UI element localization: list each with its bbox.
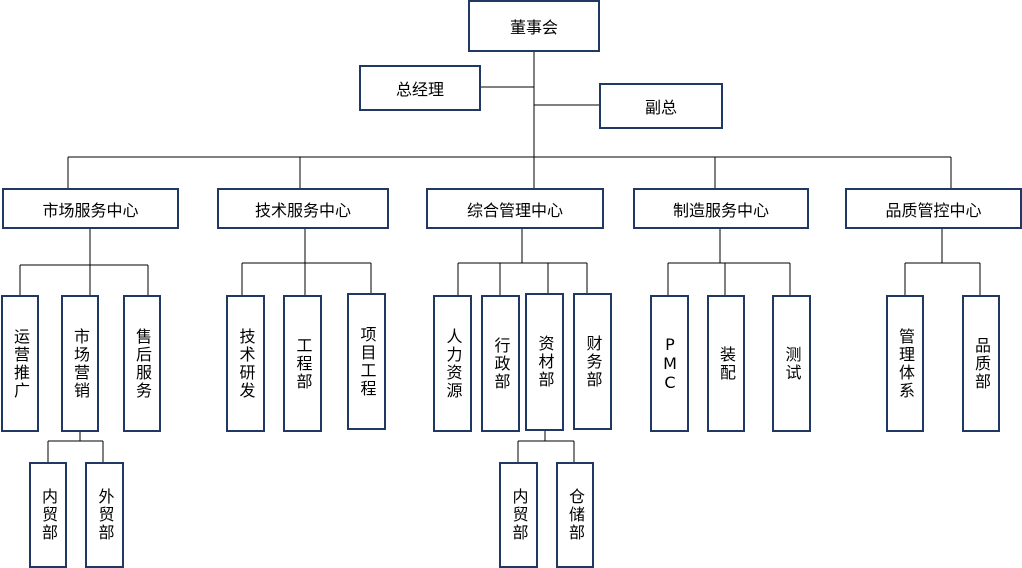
node-domestic-trade: 内贸部 — [29, 462, 67, 568]
node-pmc: PMC — [650, 295, 689, 432]
node-tech-rnd: 技术研发 — [226, 295, 265, 432]
node-testing: 测试 — [772, 295, 811, 432]
node-materials-dept: 资材部 — [525, 293, 564, 431]
node-administration-dept: 行政部 — [481, 295, 520, 432]
node-label: 外贸部 — [95, 488, 115, 542]
node-market-service-center: 市场服务中心 — [2, 188, 179, 229]
node-vice-general-manager: 副总 — [599, 83, 723, 129]
node-label: 人力资源 — [443, 327, 463, 400]
node-warehouse: 仓储部 — [556, 462, 594, 568]
node-label: 项目工程 — [357, 325, 377, 398]
node-label: 运营推广 — [11, 327, 30, 400]
node-foreign-trade: 外贸部 — [85, 462, 124, 568]
node-after-sales: 售后服务 — [123, 295, 161, 432]
node-label: 仓储部 — [566, 488, 585, 542]
node-label: 行政部 — [491, 336, 511, 391]
node-finance-dept: 财务部 — [573, 293, 612, 430]
node-engineering-dept: 工程部 — [283, 295, 322, 432]
node-assembly: 装配 — [707, 295, 745, 432]
node-label: 内贸部 — [39, 488, 58, 542]
node-manufacturing-center: 制造服务中心 — [633, 188, 809, 229]
node-label: 管理体系 — [896, 327, 915, 400]
node-management-system: 管理体系 — [886, 295, 924, 432]
node-marketing: 市场营销 — [61, 295, 99, 432]
node-domestic-trade-2: 内贸部 — [499, 462, 538, 568]
node-general-manager: 总经理 — [359, 65, 481, 111]
node-board: 董事会 — [468, 0, 600, 52]
node-quality-dept: 品质部 — [962, 295, 1000, 432]
node-human-resources: 人力资源 — [433, 295, 472, 432]
node-label: 内贸部 — [509, 488, 529, 542]
node-label: 市场营销 — [71, 327, 90, 400]
node-label: PMC — [660, 335, 680, 392]
node-label: 品质部 — [972, 336, 991, 391]
node-label: 测试 — [782, 345, 802, 382]
node-tech-service-center: 技术服务中心 — [217, 188, 389, 229]
node-label: 资材部 — [535, 335, 555, 389]
node-label: 装配 — [717, 345, 736, 382]
node-operations-promotion: 运营推广 — [1, 295, 39, 432]
node-quality-center: 品质管控中心 — [845, 188, 1022, 229]
node-label: 财务部 — [583, 334, 603, 389]
node-project-engineering: 项目工程 — [347, 293, 386, 430]
node-label: 售后服务 — [133, 327, 152, 400]
node-label: 技术研发 — [236, 327, 256, 400]
node-label: 工程部 — [293, 336, 313, 391]
node-admin-center: 综合管理中心 — [426, 188, 604, 229]
